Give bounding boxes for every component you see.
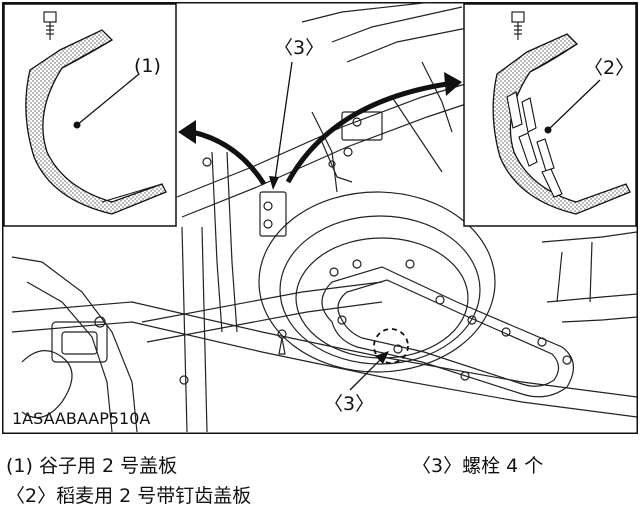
callout-label-3-bottom: 〈3〉 — [324, 393, 374, 415]
bolt-highlight-circle — [373, 328, 409, 364]
legend-item-1: (1) 谷子用 2 号盖板 — [6, 455, 178, 477]
inset-left-cover-1: (1) — [3, 3, 177, 227]
callout-label-3-top: 〈3〉 — [274, 37, 324, 59]
legend-item-3: 〈3〉螺栓 4 个 — [412, 455, 544, 477]
arrow-to-inset-right — [285, 81, 448, 184]
inset-right-cover-2: 〈2〉 — [463, 3, 637, 227]
legend-item-2: 〈2〉稻麦用 2 号带钉齿盖板 — [6, 485, 252, 507]
arrow-to-inset-left — [191, 129, 267, 186]
callout-label-1: (1) — [134, 55, 161, 77]
leader-line-3-top — [274, 61, 293, 181]
callout-label-2: 〈2〉 — [584, 57, 634, 79]
technical-illustration: (1) — [2, 2, 638, 434]
machine-line-art — [11, 2, 638, 433]
leader-line-3-bottom — [349, 355, 385, 391]
figure-code: 1ASAABAAP510A — [12, 409, 150, 428]
